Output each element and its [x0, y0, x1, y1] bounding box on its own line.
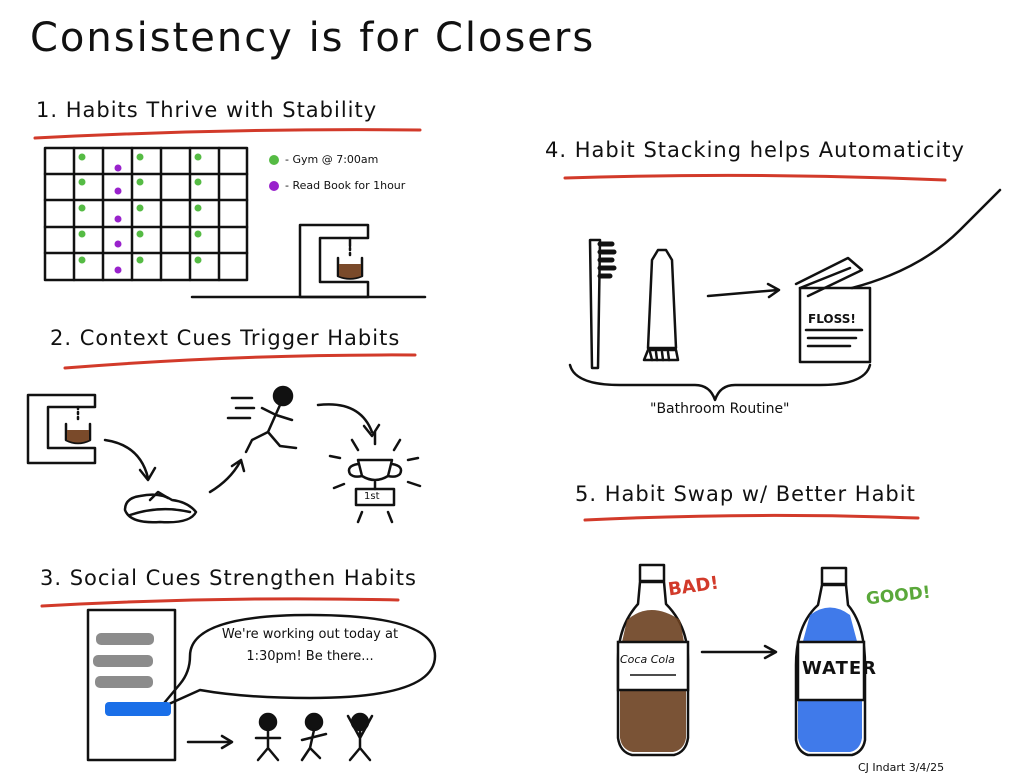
arrow-runner-to-trophy	[316, 403, 374, 434]
section-1-heading: 1. Habits Thrive with Stability	[36, 98, 378, 122]
underline-1	[33, 128, 422, 140]
legend-dot-gym	[269, 155, 279, 165]
underline-3	[40, 597, 400, 608]
phone-messages	[67, 430, 171, 716]
section-2-heading: 2. Context Cues Trigger Habits	[50, 326, 401, 350]
bathroom-routine-caption: "Bathroom Routine"	[650, 401, 790, 417]
legend-read-label: - Read Book for 1hour	[285, 179, 406, 192]
water-bottle-label: WATER	[802, 658, 878, 679]
coffee-liquid-1	[339, 264, 361, 278]
arrow-shoes-to-runner	[208, 460, 242, 494]
soda-label-band	[616, 640, 690, 692]
group-of-people	[254, 712, 374, 762]
signature: CJ Indart 3/4/25	[858, 761, 945, 774]
arrow-paste-to-floss	[706, 288, 780, 298]
habit-calendar-grid	[43, 146, 249, 282]
routine-brace	[568, 363, 872, 402]
speech-bubble	[158, 613, 437, 710]
underline-4	[563, 173, 947, 182]
underline-5	[583, 513, 920, 522]
calendar-dots	[78, 153, 361, 278]
phone-mockup	[86, 608, 177, 762]
section-3-heading: 3. Social Cues Strengthen Habits	[40, 566, 417, 590]
coffee-maker-2	[26, 393, 97, 465]
running-shoes	[123, 490, 198, 524]
arrow-coffee-to-shoes	[103, 438, 150, 480]
page-title: Consistency is for Closers	[30, 15, 596, 61]
section-4-heading: 4. Habit Stacking helps Automaticity	[545, 138, 965, 162]
section-5-heading: 5. Habit Swap w/ Better Habit	[575, 482, 916, 506]
coffee-maker-1	[298, 223, 370, 299]
trophy-label: 1st	[364, 491, 380, 502]
legend-dot-read	[269, 181, 279, 191]
coffee-liquid-2	[67, 430, 89, 443]
underline-2	[63, 353, 417, 370]
legend-gym-label: - Gym @ 7:00am	[285, 153, 379, 166]
soda-bottle-label: Coca Cola	[620, 653, 675, 666]
trophy-icon	[328, 430, 422, 524]
floss-box-icon	[794, 188, 1002, 364]
speech-bubble-text: We're working out today at 1:30pm! Be th…	[221, 627, 399, 664]
toothbrush-icon	[588, 238, 617, 370]
water-label-band	[796, 640, 866, 702]
water-bottle-outline	[794, 566, 867, 757]
floss-label: FLOSS!	[808, 312, 856, 326]
soda-fill-bottom	[620, 690, 686, 752]
soda-fill-top	[622, 610, 684, 642]
running-stick-figure	[226, 385, 298, 454]
toothpaste-icon	[642, 248, 680, 362]
